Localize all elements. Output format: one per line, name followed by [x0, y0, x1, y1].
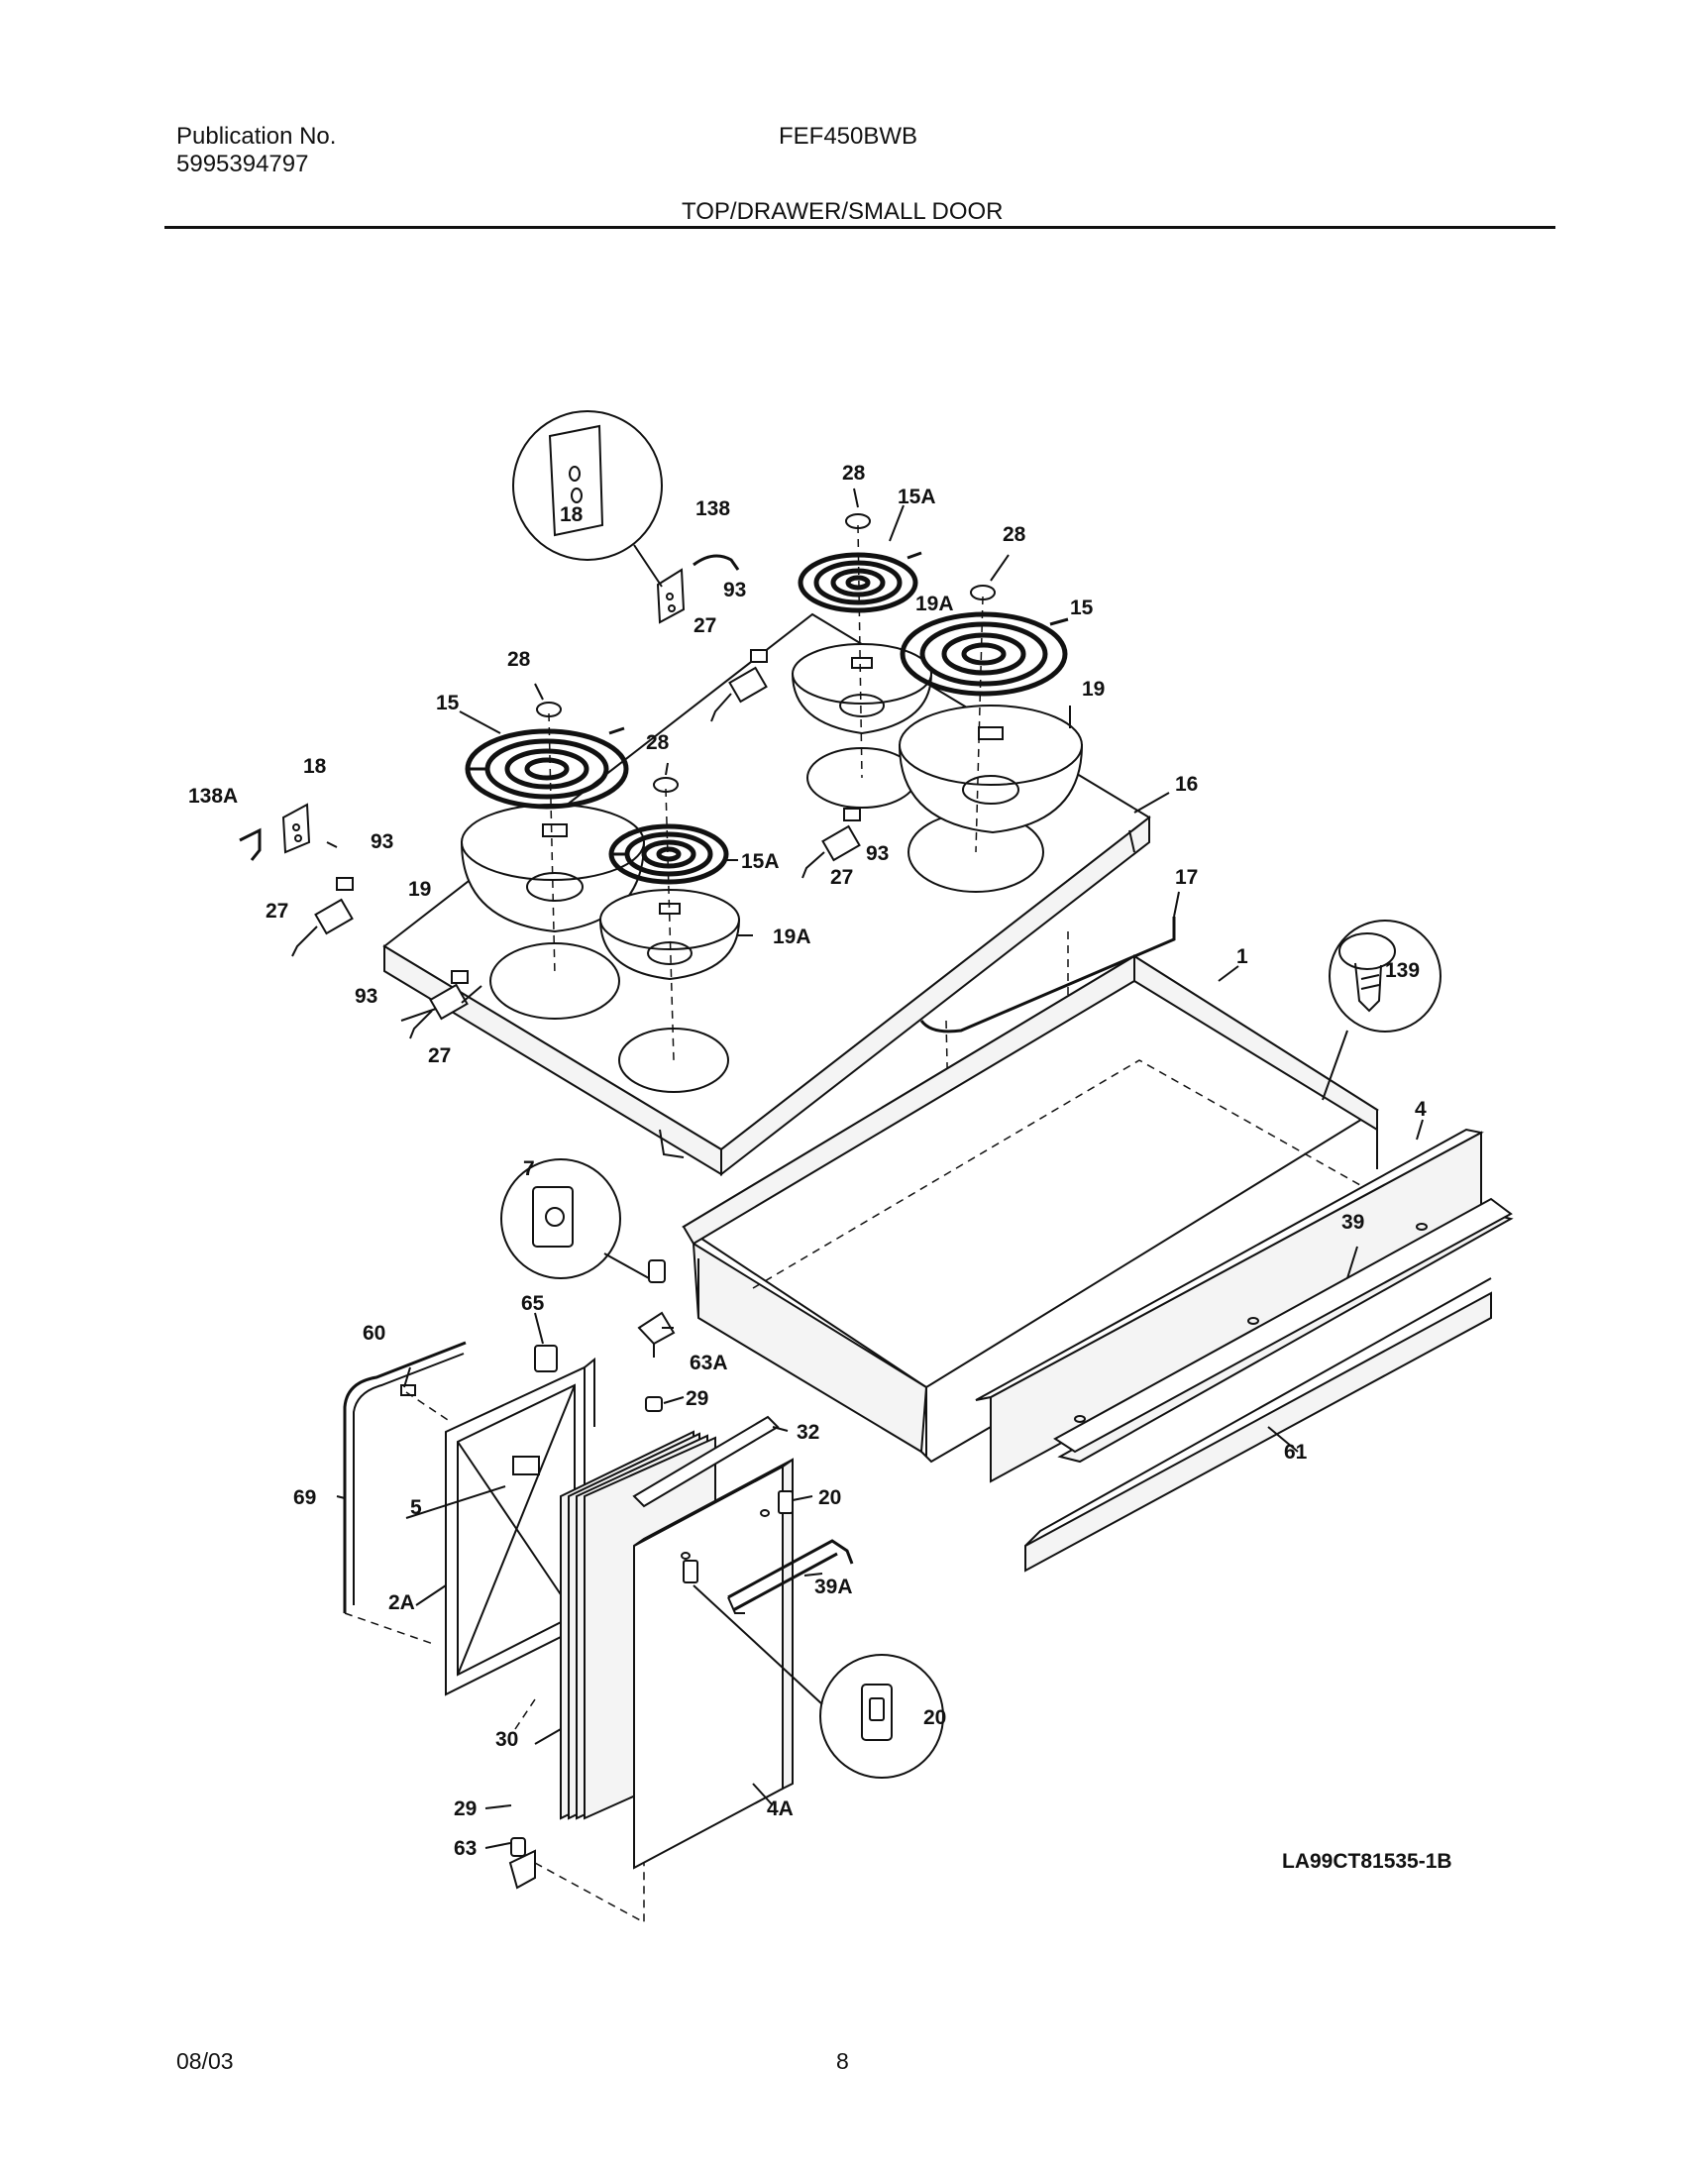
callout-19a-b: 19A	[773, 925, 811, 948]
callout-20-b: 20	[923, 1706, 946, 1729]
door-frame-2a	[445, 1357, 595, 1696]
receptacle-27-right	[801, 808, 861, 879]
callout-7: 7	[523, 1157, 535, 1180]
drip-pan-19a-rear	[791, 643, 933, 735]
page-number: 8	[836, 2048, 849, 2074]
callout-28-c: 28	[507, 648, 531, 671]
callout-139: 139	[1385, 959, 1420, 982]
callout-69: 69	[293, 1486, 316, 1509]
drawer-front-4	[975, 1128, 1514, 1483]
callout-15-a: 15	[1070, 597, 1094, 619]
callout-15a-b: 15A	[741, 850, 780, 873]
handle-39a	[727, 1539, 854, 1614]
callout-39: 39	[1341, 1211, 1364, 1234]
receptacle-27-rear	[710, 649, 768, 722]
door-liner-69	[343, 1341, 467, 1613]
header-rule	[164, 226, 1555, 229]
callout-32: 32	[797, 1421, 819, 1444]
model-number: FEF450BWB	[779, 123, 918, 150]
callout-18: 18	[303, 755, 327, 778]
callout-2a: 2A	[388, 1591, 415, 1614]
publication-label: Publication No.	[176, 123, 337, 150]
bracket-18-left	[281, 803, 338, 854]
callout-93-d: 93	[866, 842, 889, 865]
publication-number: 5995394797	[176, 151, 309, 177]
callout-29-a: 29	[686, 1387, 708, 1410]
callout-1: 1	[1236, 945, 1248, 968]
callout-27-c: 27	[428, 1044, 451, 1067]
drawer-1	[682, 954, 1379, 1464]
callout-19-a: 19	[1082, 678, 1105, 701]
callout-93-b: 93	[371, 830, 393, 853]
callout-63: 63	[454, 1837, 477, 1860]
callout-29-b: 29	[454, 1797, 477, 1820]
callout-4: 4	[1415, 1098, 1427, 1121]
callout-39a: 39A	[814, 1576, 853, 1598]
callout-15a-a: 15A	[898, 486, 936, 508]
callout-19a-a: 19A	[915, 593, 954, 615]
screw-139-detail	[1322, 920, 1441, 1101]
callout-28-b: 28	[1003, 523, 1026, 546]
callout-138a: 138A	[188, 785, 238, 808]
callout-5: 5	[410, 1496, 422, 1519]
rod-17	[919, 917, 1176, 1034]
door-panel-4a	[633, 1458, 794, 1870]
callout-20-a: 20	[818, 1486, 841, 1509]
callout-27-a: 27	[694, 614, 716, 637]
leader-lines	[336, 488, 1424, 1849]
callout-28-a: 28	[842, 462, 866, 485]
callout-4a: 4A	[767, 1797, 794, 1820]
callout-28-d: 28	[646, 731, 670, 754]
callout-19-b: 19	[408, 878, 431, 901]
callout-27-d: 27	[830, 866, 853, 889]
surface-element-15a-rear	[798, 551, 922, 613]
callout-30: 30	[495, 1728, 518, 1751]
callout-65: 65	[521, 1292, 545, 1315]
callout-labels: 18 138 28 15A 28 93 27 19A 15 19 28 15 1…	[188, 462, 1427, 1860]
section-title: TOP/DRAWER/SMALL DOOR	[682, 198, 1004, 225]
callout-15-b: 15	[436, 692, 460, 714]
callout-27-b: 27	[266, 900, 288, 923]
stop-20	[683, 1490, 823, 1705]
detail-circle-18	[512, 410, 663, 588]
callout-63a: 63A	[690, 1352, 728, 1374]
drawing-code: LA99CT81535-1B	[1282, 1850, 1452, 1873]
bracket-18-rear	[656, 568, 686, 624]
clip-138a-left	[239, 827, 262, 861]
callout-16: 16	[1175, 773, 1198, 796]
callout-138: 138	[695, 497, 730, 520]
surface-element-15-right	[900, 611, 1069, 697]
callout-61: 61	[1284, 1441, 1308, 1464]
surface-element-15-left	[465, 726, 629, 810]
detail-circle-20	[819, 1654, 944, 1779]
footer-date: 08/03	[176, 2048, 234, 2074]
surface-element-15a-front	[608, 823, 729, 885]
callout-93-c: 93	[355, 985, 377, 1008]
receptacle-27-left	[291, 877, 354, 957]
hinge-parts	[400, 1311, 676, 1890]
callout-93-a: 93	[723, 579, 746, 601]
door-dashlines	[344, 1391, 645, 1924]
trim-61	[1024, 1277, 1492, 1573]
callout-18-detail: 18	[560, 503, 584, 526]
callout-17: 17	[1175, 866, 1198, 889]
clip-138-rear	[693, 554, 740, 571]
drip-pan-19-right	[898, 705, 1084, 834]
hinge-bar-32	[632, 1415, 780, 1508]
detail-circle-7	[500, 1158, 666, 1283]
callout-60: 60	[363, 1322, 385, 1345]
